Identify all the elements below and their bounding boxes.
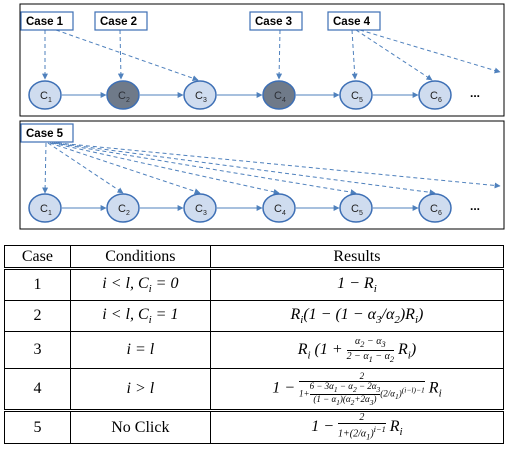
case5-dashed-arrow xyxy=(49,142,201,195)
svg-text:Case 5: Case 5 xyxy=(26,128,64,140)
node-circle xyxy=(418,80,452,110)
node-label: C4 xyxy=(274,203,286,217)
node-label: C5 xyxy=(351,90,363,104)
case4-dashed-arrow xyxy=(351,29,358,80)
condition: i = l xyxy=(69,331,211,369)
case-label-case-1: Case 1 xyxy=(20,11,74,31)
top-node-c3: C3 xyxy=(183,80,217,110)
case-label-case-4: Case 4 xyxy=(327,11,381,31)
bottom-node-c1: C1 xyxy=(28,193,62,223)
bottom-node-c6: C6 xyxy=(418,193,452,223)
node-circle xyxy=(262,80,296,110)
top-node-c4: C4 xyxy=(262,80,296,110)
case-number: 4 xyxy=(4,368,71,411)
result: Ri(1 − (1 − α3/α2)Ri) xyxy=(209,300,505,332)
case-label-case-3: Case 3 xyxy=(249,11,303,31)
node-label: C4 xyxy=(274,90,286,104)
top-node-c6: C6 xyxy=(418,80,452,110)
case3-dashed-arrow xyxy=(276,29,283,80)
case-label-case-5: Case 5 xyxy=(20,123,74,143)
condition: i > l xyxy=(69,368,211,411)
node-circle xyxy=(339,80,373,110)
node-label: C5 xyxy=(351,203,363,217)
table-row: 2 i < l, Ci = 1 Ri(1 − (1 − α3/α2)Ri) xyxy=(4,300,505,332)
case5-dashed-arrow xyxy=(57,142,501,189)
node-label: C1 xyxy=(40,203,52,217)
node-label: C6 xyxy=(430,90,442,104)
node-label: C1 xyxy=(40,90,52,104)
node-circle xyxy=(183,193,217,223)
case-number: 5 xyxy=(4,409,71,444)
ellipsis: ... xyxy=(470,199,480,213)
top-node-c1: C1 xyxy=(28,80,62,110)
case5-dashed-arrow xyxy=(55,142,436,196)
case-label-case-2: Case 2 xyxy=(94,11,148,31)
ellipsis: ... xyxy=(470,86,480,100)
header-conditions: Conditions xyxy=(69,245,211,270)
condition: i < l, Ci = 0 xyxy=(69,268,211,301)
node-circle xyxy=(28,193,62,223)
svg-text:Case 2: Case 2 xyxy=(100,16,137,28)
node-label: C3 xyxy=(195,90,207,104)
result: 1 − Ri xyxy=(209,268,505,301)
bottom-node-c4: C4 xyxy=(262,193,296,223)
top-node-c5: C5 xyxy=(339,80,373,110)
case-number: 2 xyxy=(4,300,71,332)
node-circle xyxy=(28,80,62,110)
node-label: C2 xyxy=(118,90,130,104)
case4-dashed-arrow xyxy=(359,29,501,74)
node-circle xyxy=(339,193,373,223)
bottom-node-c2: C2 xyxy=(106,193,140,223)
table-row: 1 i < l, Ci = 0 1 − Ri xyxy=(4,268,505,301)
top-panel-frame xyxy=(19,3,505,117)
condition: No Click xyxy=(69,409,211,444)
header-results: Results xyxy=(209,245,505,270)
svg-text:Case 3: Case 3 xyxy=(255,16,292,28)
top-node-c2: C2 xyxy=(106,80,140,110)
case-number: 3 xyxy=(4,331,71,369)
bottom-node-c5: C5 xyxy=(339,193,373,223)
case5-dashed-arrow xyxy=(42,142,49,194)
case1-dashed-arrow xyxy=(55,29,199,82)
case-number: 1 xyxy=(4,268,71,301)
case5-dashed-arrow xyxy=(47,142,124,194)
svg-text:Case 4: Case 4 xyxy=(333,16,371,28)
node-circle xyxy=(262,193,296,223)
results-table: Case Conditions Results 1 i < l, Ci = 0 … xyxy=(4,245,505,444)
node-label: C2 xyxy=(118,203,130,217)
node-label: C6 xyxy=(430,203,442,217)
node-label: C3 xyxy=(195,203,207,217)
bottom-panel-frame xyxy=(19,120,505,230)
condition: i < l, Ci = 1 xyxy=(69,300,211,332)
case2-dashed-arrow xyxy=(117,29,124,80)
case5-dashed-arrow xyxy=(51,142,280,195)
header-case: Case xyxy=(4,245,71,270)
node-circle xyxy=(183,80,217,110)
node-circle xyxy=(418,193,452,223)
svg-text:Case 1: Case 1 xyxy=(26,16,64,28)
bottom-node-c3: C3 xyxy=(183,193,217,223)
case5-dashed-arrow xyxy=(53,142,357,196)
node-circle xyxy=(106,80,140,110)
node-circle xyxy=(106,193,140,223)
case4-dashed-arrow xyxy=(355,29,433,81)
